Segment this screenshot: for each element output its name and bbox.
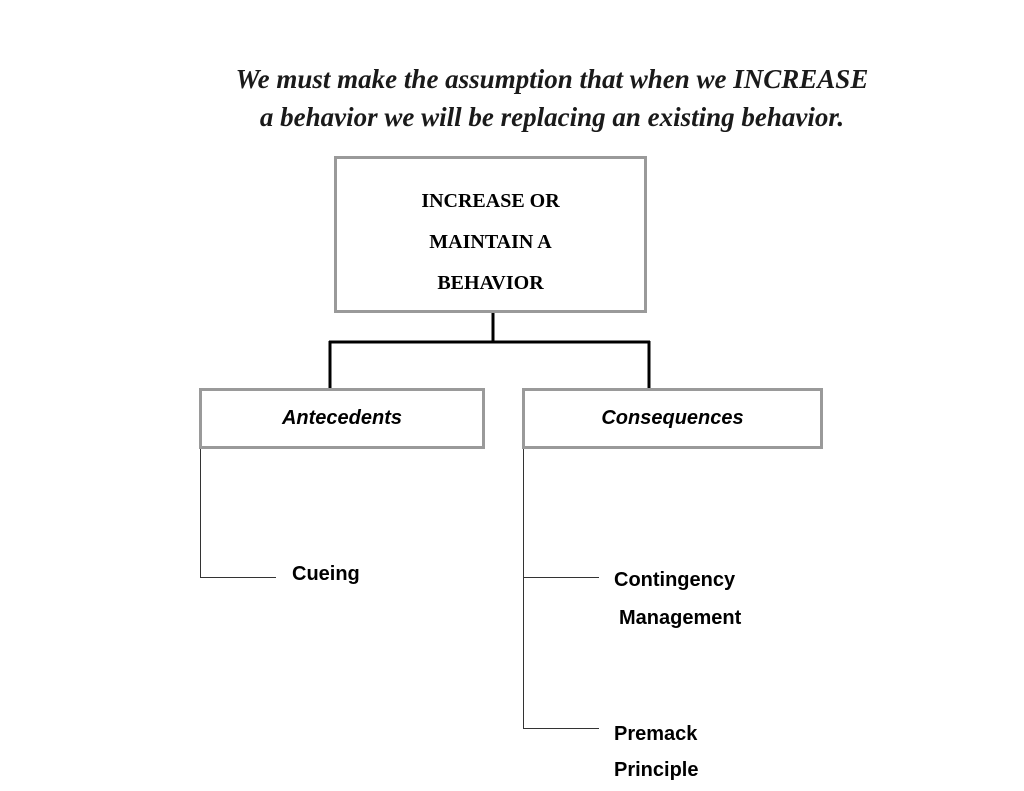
antecedents-box: Antecedents: [199, 388, 485, 449]
cueing-label: Cueing: [292, 563, 360, 585]
root-box-line-1: INCREASE OR: [421, 190, 560, 212]
cueing-leaf: Cueing: [292, 563, 360, 586]
slide-title-line-2: a behavior we will be replacing an exist…: [259, 102, 845, 132]
slide-title: We must make the assumption that when we…: [100, 60, 1004, 136]
slide-title-line-1: We must make the assumption that when we…: [235, 64, 869, 94]
premack-label-line-2: Principle: [614, 759, 699, 781]
contingency-label-line-1: Contingency: [614, 569, 736, 591]
root-box: INCREASE OR MAINTAIN A BEHAVIOR: [334, 156, 647, 313]
antecedents-label: Antecedents: [281, 407, 403, 429]
root-box-line-3: BEHAVIOR: [437, 272, 544, 294]
premack-label-line-1: Premack: [614, 723, 698, 745]
consequences-label: Consequences: [601, 407, 744, 429]
consequences-box: Consequences: [522, 388, 823, 449]
premack-principle-leaf: Premack Principle: [614, 716, 698, 788]
contingency-label-line-2: Management: [619, 607, 742, 629]
root-box-line-2: MAINTAIN A: [429, 231, 552, 253]
contingency-management-leaf: Contingency Management: [614, 561, 741, 637]
